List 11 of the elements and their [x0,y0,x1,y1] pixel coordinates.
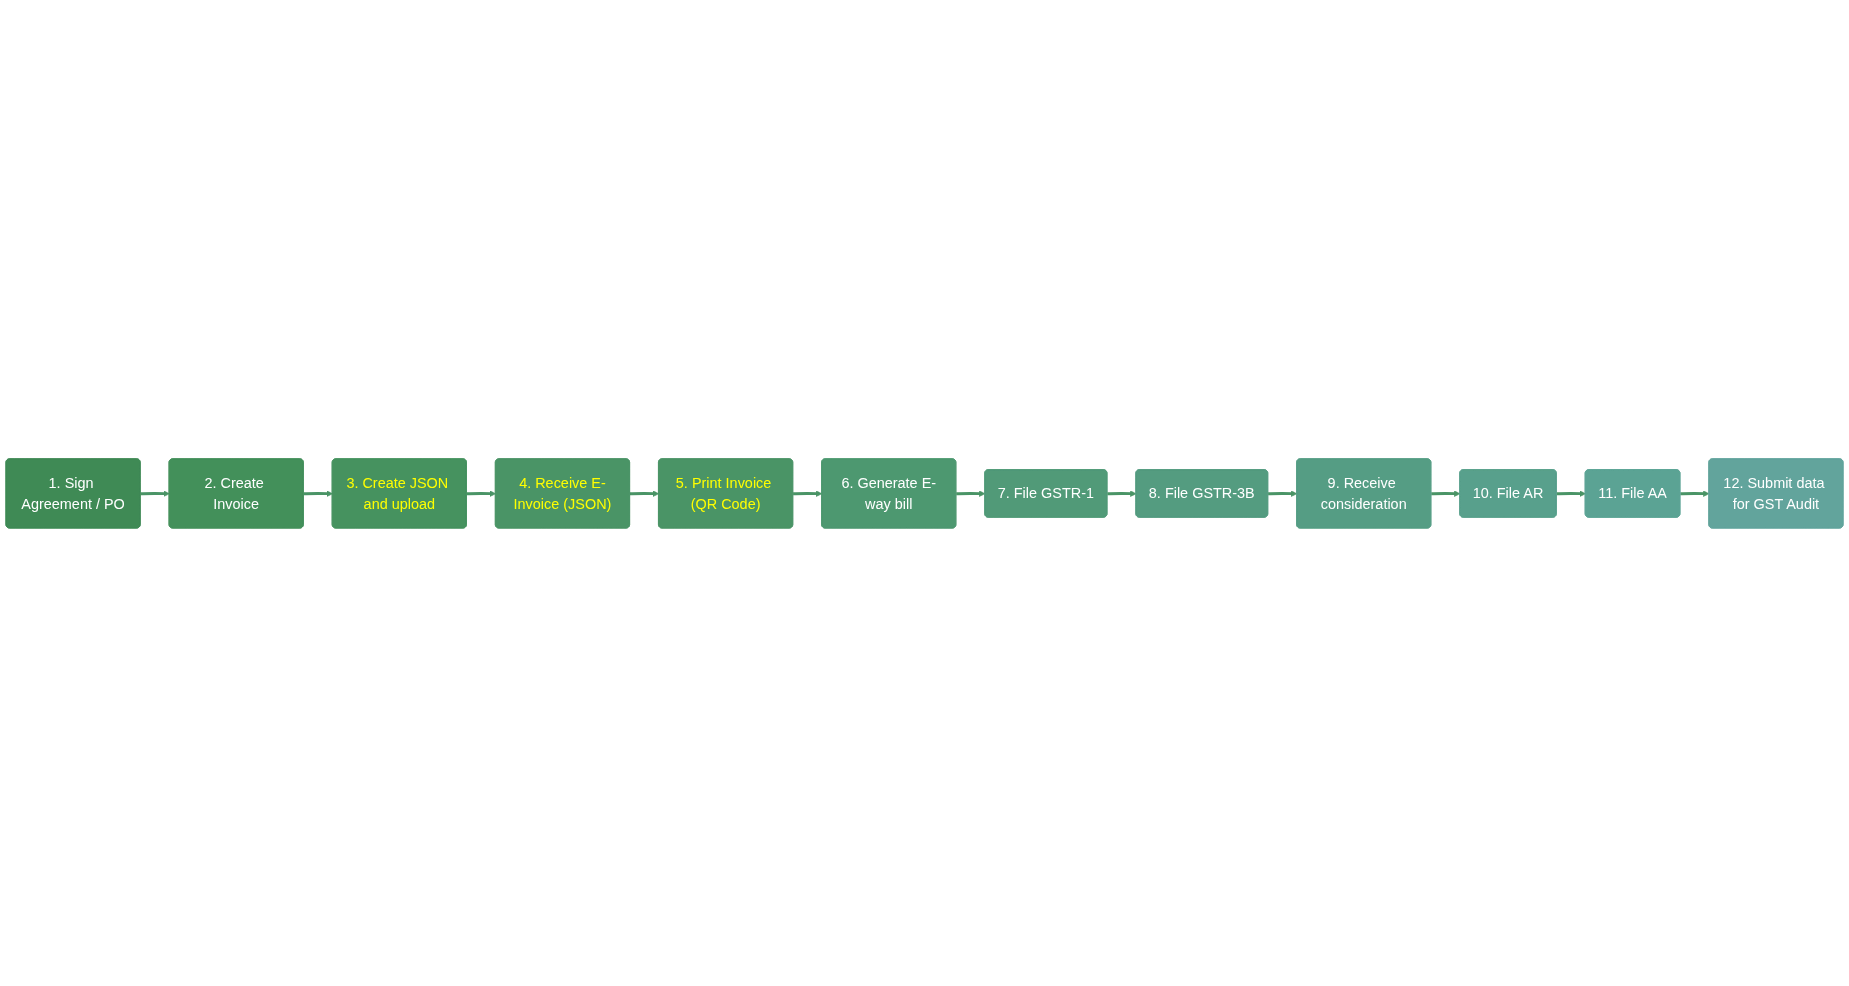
arrow [1268,490,1298,497]
arrow [629,490,660,497]
arrow [1556,490,1586,497]
arrow [1431,490,1461,497]
arrow [140,490,170,497]
arrow [956,490,986,497]
arrow [303,490,333,497]
arrow [466,490,496,497]
arrow [1680,490,1710,497]
arrow [793,490,823,497]
arrow [1107,490,1137,497]
